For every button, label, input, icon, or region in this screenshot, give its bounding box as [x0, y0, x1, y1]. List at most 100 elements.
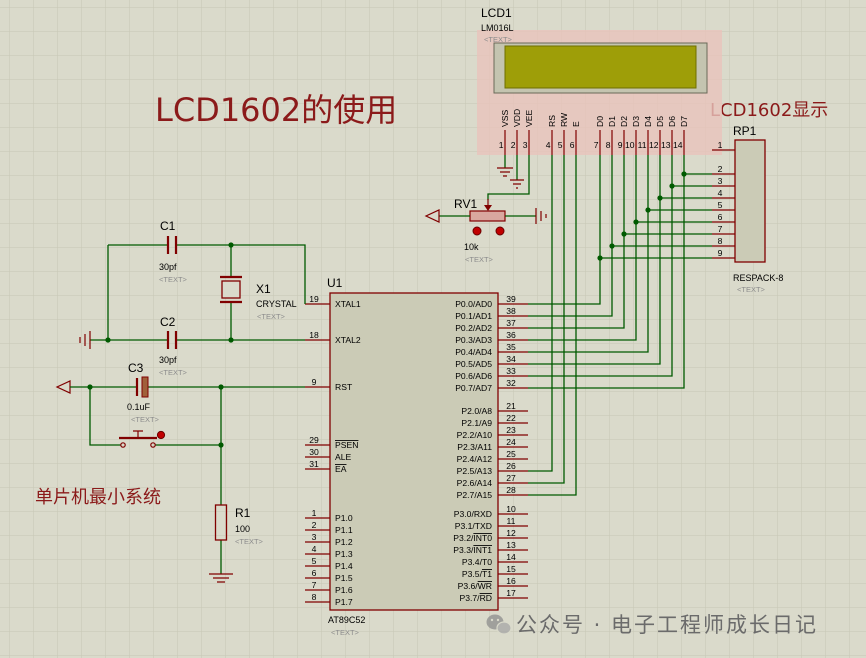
- lcd1-pin-number: 7: [594, 140, 599, 150]
- x1-ref: X1: [256, 282, 271, 296]
- wire-p2-to-lcd-e[interactable]: [528, 155, 577, 496]
- wire-c1-to-xtal1[interactable]: [176, 244, 306, 304]
- wire-p0-2-to-lcd-d2[interactable]: [528, 155, 625, 329]
- x1-crystal[interactable]: X1 CRYSTAL <TEXT>: [220, 275, 297, 321]
- u1-pin-p2-1-a9-label: P2.1/A9: [461, 418, 492, 428]
- u1-pin-ale-number: 30: [309, 447, 319, 457]
- u1-pin-p1-5-label: P1.5: [335, 573, 353, 583]
- rv1-increase-control[interactable]: [495, 226, 505, 236]
- u1-pin-p1-3-label-text: P1.3: [335, 549, 353, 559]
- rv1-text-placeholder: <TEXT>: [465, 255, 494, 264]
- u1-pin-p2-0-a8-label: P2.0/A8: [461, 406, 492, 416]
- wire-p2-to-lcd-rs[interactable]: [528, 155, 553, 472]
- lcd1-pin-number: 14: [673, 140, 683, 150]
- u1-pin-p2-4-a12-label: P2.4/A12: [457, 454, 493, 464]
- u1-pin-p1-7-label-text: P1.7: [335, 597, 353, 607]
- r1-resistor[interactable]: R1 100 <TEXT>: [214, 504, 264, 546]
- u1-pin-p2-2-a10-label-text: P2.2/A10: [457, 430, 493, 440]
- u1-pin-p0-3-ad3-number: 36: [506, 330, 516, 340]
- lcd1-pin-number: 8: [606, 140, 611, 150]
- u1-pin-p3-2-int0-number: 12: [506, 528, 516, 538]
- lcd1-pin-label: D1: [607, 116, 617, 127]
- watermark: 公众号 · 电子工程师成长日记: [486, 613, 816, 637]
- lcd-power-wiring: [487, 155, 530, 200]
- oscillator-wiring: [79, 242, 306, 349]
- lcd1-component[interactable]: LCD1 LM016L <TEXT> VSS1VDD2VEE3RS4RW5E6D…: [477, 6, 722, 155]
- c3-ref: C3: [128, 361, 144, 375]
- junction-dot: [609, 243, 615, 249]
- u1-pin-p3-6-wr-label-inverted: WR: [478, 581, 492, 591]
- rp1-body[interactable]: [734, 139, 766, 263]
- title-note: LCD1602的使用: [155, 91, 397, 129]
- u1-pin-p0-6-ad6-label-text: P0.6/AD6: [455, 371, 492, 381]
- x1-value: CRYSTAL: [256, 299, 297, 309]
- rv1-decrease-control[interactable]: [472, 226, 482, 236]
- u1-pin-psen-label-inverted: PSEN: [335, 440, 358, 450]
- u1-pin-p0-2-ad2-label: P0.2/AD2: [455, 323, 492, 333]
- u1-pin-p1-6-label-text: P1.6: [335, 585, 353, 595]
- c2-capacitor[interactable]: C2 30pf <TEXT>: [159, 315, 188, 377]
- c3-capacitor[interactable]: C3 0.1uF <TEXT>: [127, 361, 160, 424]
- u1-pin-p3-5-t1-number: 15: [506, 564, 516, 574]
- u1-pin-p0-1-ad1-label: P0.1/AD1: [455, 311, 492, 321]
- c2-text-placeholder: <TEXT>: [159, 368, 188, 377]
- rp1-ref: RP1: [733, 124, 757, 138]
- ground-icon: [79, 331, 91, 349]
- rv1-potentiometer[interactable]: RV1 10k <TEXT>: [424, 197, 547, 264]
- u1-body[interactable]: [329, 292, 499, 611]
- wire-p2-to-lcd-rw[interactable]: [528, 155, 565, 484]
- rp1-pin-number: 1: [718, 140, 723, 150]
- x1-plates[interactable]: [220, 275, 242, 304]
- c1-capacitor[interactable]: C1 30pf <TEXT>: [159, 219, 188, 284]
- u1-pin-p0-4-ad4-number: 35: [506, 342, 516, 352]
- u1-pin-p0-6-ad6-number: 33: [506, 366, 516, 376]
- u1-pin-p0-7-ad7-number: 32: [506, 378, 516, 388]
- u1-pin-p3-4-t0-label-text: P3.4/T0: [462, 557, 492, 567]
- wire-p0-1-to-lcd-d1[interactable]: [528, 155, 613, 317]
- u1-pin-ea-number: 31: [309, 459, 319, 469]
- u1-pin-p3-1-txd-label: P3.1/TXD: [455, 521, 492, 531]
- u1-pin-ale-label-text: ALE: [335, 452, 352, 462]
- u1-pin-rst-number: 9: [312, 377, 317, 387]
- r1-body[interactable]: [214, 504, 228, 541]
- button-plunger[interactable]: [133, 430, 143, 438]
- rp1-pin-number: 5: [718, 200, 723, 210]
- u1-pin-p1-7-label: P1.7: [335, 597, 353, 607]
- wire-vee-to-rv1[interactable]: [487, 155, 530, 200]
- lcd1-screen[interactable]: [504, 45, 697, 89]
- button-press-control[interactable]: [156, 430, 166, 440]
- junction-dot: [105, 337, 111, 343]
- u1-pin-p3-6-wr-label-text: P3.6/: [458, 581, 479, 591]
- lcd1-pin-label: D3: [631, 116, 641, 127]
- power-terminal-icon[interactable]: [424, 209, 440, 223]
- c3-polarized-plate[interactable]: [141, 376, 149, 398]
- rp1-part: RESPACK-8: [733, 273, 783, 283]
- u1-pin-rst-label: RST: [335, 382, 353, 392]
- wire-p0-7-to-lcd-d7[interactable]: [528, 155, 685, 389]
- junction-dot: [87, 384, 93, 390]
- lcd1-pin-label: D4: [643, 116, 653, 127]
- wire-p0-5-to-lcd-d5[interactable]: [528, 155, 661, 365]
- wire-p0-4-to-lcd-d4[interactable]: [528, 155, 649, 353]
- u1-pin-p3-6-wr-label: P3.6/WR: [458, 581, 492, 591]
- lcd1-pin-label: D5: [655, 116, 665, 127]
- u1-pin-ea-label: EA: [335, 464, 347, 474]
- c1-plates[interactable]: [166, 236, 178, 254]
- u1-pin-p1-0-label: P1.0: [335, 513, 353, 523]
- rp1-text-placeholder: <TEXT>: [737, 285, 766, 294]
- ground-icon: [209, 573, 233, 583]
- lcd1-pin-number: 5: [558, 140, 563, 150]
- u1-pin-p0-7-ad7-label: P0.7/AD7: [455, 383, 492, 393]
- reset-button[interactable]: [119, 430, 166, 448]
- rv1-body[interactable]: [469, 210, 506, 222]
- junction-dot: [657, 195, 663, 201]
- c2-plates[interactable]: [166, 331, 178, 349]
- wire-vcc-to-button[interactable]: [89, 387, 121, 446]
- u1-pin-p1-1-label: P1.1: [335, 525, 353, 535]
- button-contact: [150, 442, 156, 448]
- x1-body[interactable]: [221, 280, 241, 299]
